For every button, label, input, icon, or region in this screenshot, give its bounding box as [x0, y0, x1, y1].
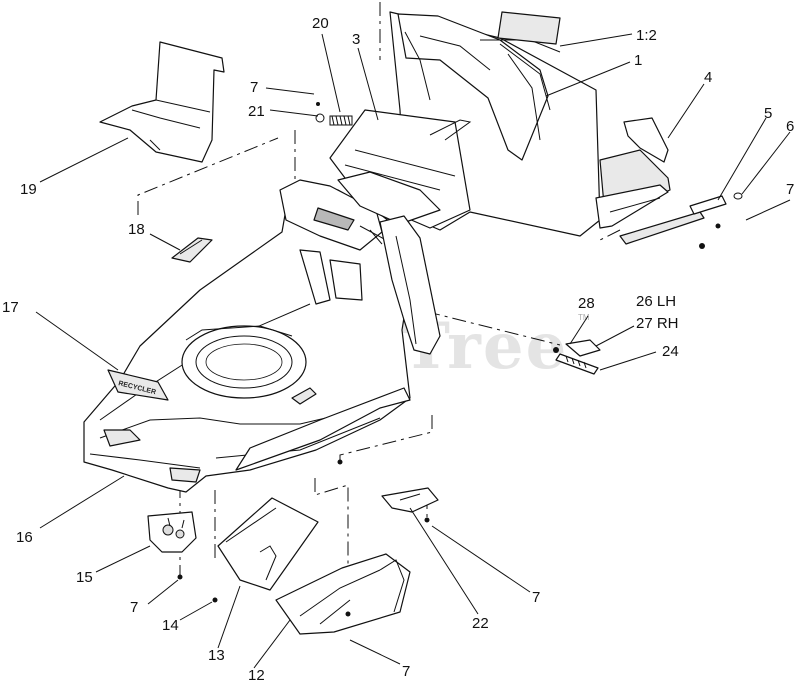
callout-27-rh: 27 RH [636, 315, 679, 332]
callout-14: 14 [162, 617, 179, 634]
fasteners [177, 459, 430, 617]
callout-16: 16 [16, 529, 33, 546]
callout-6: 6 [786, 118, 794, 135]
rod-part-5 [689, 195, 727, 215]
screw-part-7-rear [699, 223, 721, 249]
rear-flap-part-19 [99, 41, 225, 163]
callout-3: 3 [352, 31, 360, 48]
callout-1-2: 1:2 [636, 27, 657, 44]
callout-15: 15 [76, 569, 93, 586]
callout-19: 19 [20, 181, 37, 198]
callout-1: 1 [634, 52, 642, 69]
lever-part-26-27 [565, 339, 601, 357]
callout-7-top: 7 [250, 79, 258, 96]
callout-13: 13 [208, 647, 225, 664]
callout-24: 24 [662, 343, 679, 360]
deck-stamp-part-17: RECYCLER [107, 369, 169, 401]
callout-labels: 1:2 1 3 4 5 6 7 20 7 21 18 17 19 16 15 7… [2, 15, 794, 684]
mower-deck-part-16 [83, 171, 441, 493]
callout-20: 20 [312, 15, 329, 32]
leader-lines [35, 33, 791, 669]
callout-18: 18 [128, 221, 145, 238]
pin-part-21 [315, 102, 325, 123]
callout-17: 17 [2, 299, 19, 316]
bracket-part-22 [381, 487, 439, 513]
baffle-part-13 [217, 497, 319, 591]
watermark-tm: TM [578, 313, 590, 322]
callout-5: 5 [764, 105, 772, 122]
plate-part-12 [275, 553, 411, 635]
rear-door-part-4 [595, 117, 705, 245]
callout-7-left: 7 [130, 599, 138, 616]
callout-7-rear: 7 [786, 181, 794, 198]
decal-part-1-2 [497, 11, 561, 45]
callout-12: 12 [248, 667, 265, 684]
callout-7-right: 7 [532, 589, 540, 606]
callout-26-lh: 26 LH [636, 293, 676, 310]
callout-28: 28 [578, 295, 595, 312]
clip-part-18 [171, 237, 213, 263]
callout-4: 4 [704, 69, 712, 86]
hardware-part-28 [553, 347, 559, 353]
cover-plate-part-15 [147, 511, 197, 553]
washer-part-6 [733, 192, 743, 200]
spring-part-24 [555, 353, 599, 375]
callout-21: 21 [248, 103, 265, 120]
spring-part-20 [329, 115, 353, 126]
callout-22: 22 [472, 615, 489, 632]
callout-7-bottom: 7 [402, 663, 410, 680]
